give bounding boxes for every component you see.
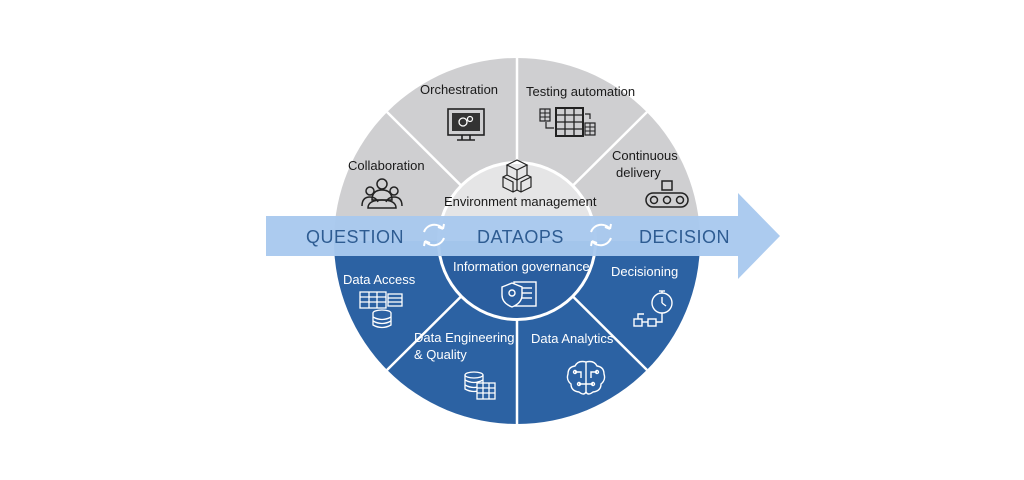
spreadsheet-table-icon — [539, 107, 596, 137]
label-continuous: Continuous — [612, 148, 678, 163]
label-delivery: delivery — [616, 165, 661, 180]
arrow-label-question: QUESTION — [306, 227, 404, 247]
conveyor-belt-icon — [645, 180, 689, 208]
label-information-governance: Information governance — [453, 259, 590, 274]
outer-wheel — [334, 58, 700, 424]
label-collaboration: Collaboration — [348, 158, 425, 173]
label-environment-management: Environment management — [444, 194, 597, 209]
label-data-engineering: Data Engineering — [414, 330, 514, 345]
label-orchestration: Orchestration — [420, 82, 498, 97]
refresh-cycle-icon — [590, 223, 612, 247]
flow-arrow — [266, 193, 780, 279]
label-data-access: Data Access — [343, 272, 416, 287]
brain-circuit-icon — [566, 360, 606, 395]
label-and-quality: & Quality — [414, 347, 467, 362]
label-decisioning: Decisioning — [611, 264, 678, 279]
database-table-icon — [359, 291, 403, 329]
database-grid-icon — [464, 371, 496, 400]
label-testing-automation: Testing automation — [526, 84, 635, 99]
arrow-label-dataops: DATAOPS — [477, 227, 564, 247]
refresh-cycle-icon — [423, 223, 445, 247]
label-data-analytics: Data Analytics — [531, 331, 614, 346]
stopwatch-flow-icon — [633, 290, 673, 327]
shield-document-icon — [501, 281, 537, 308]
people-group-icon — [361, 178, 403, 209]
arrow-label-decision: DECISION — [639, 227, 730, 247]
cubes-icon — [502, 159, 532, 193]
monitor-gear-icon — [447, 108, 485, 141]
